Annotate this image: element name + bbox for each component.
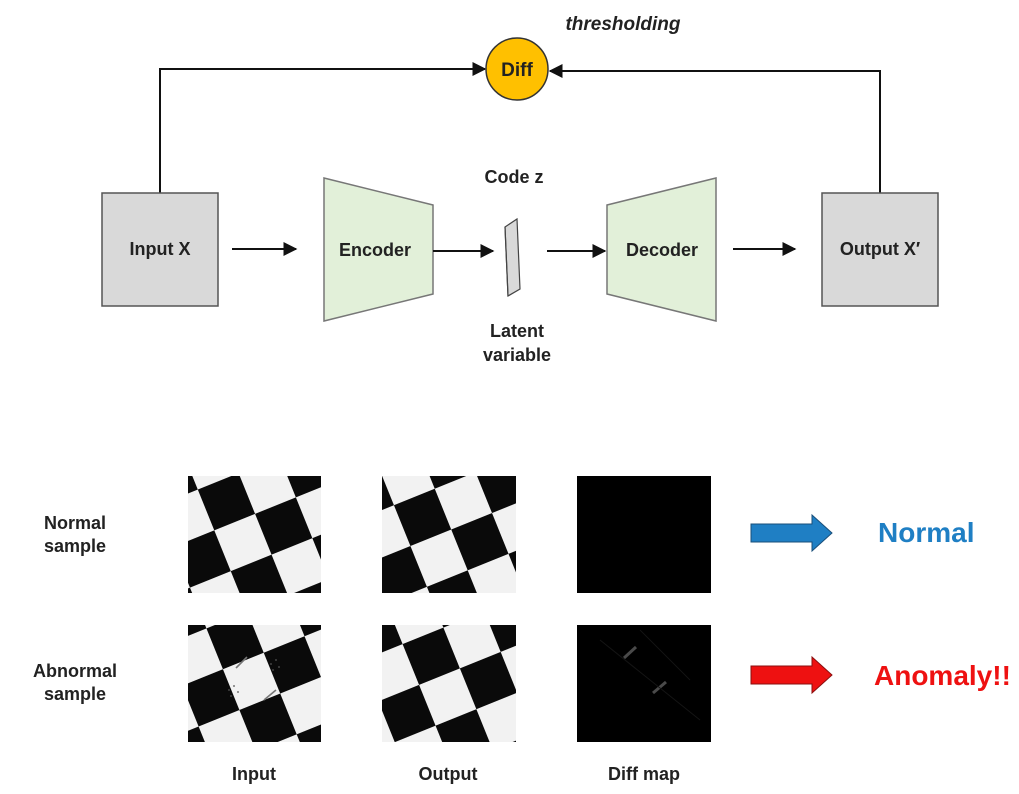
diff-circle bbox=[485, 37, 549, 101]
col-label-input: Input bbox=[232, 764, 276, 784]
anomaly-result-arrow bbox=[750, 655, 833, 695]
output-box bbox=[821, 192, 939, 307]
anomaly-result-label: Anomaly!! bbox=[874, 660, 1011, 691]
normal-output-image bbox=[382, 476, 516, 593]
abnormal-diff-map bbox=[577, 625, 711, 742]
abnormal-row-label-line2: sample bbox=[43, 684, 107, 705]
normal-sample-row-label: Normal sample bbox=[5, 512, 145, 559]
normal-result-arrow bbox=[750, 513, 833, 553]
code-z-label: Code z bbox=[484, 167, 543, 187]
normal-row-label-line2: sample bbox=[43, 536, 107, 557]
encoder-label: Encoder bbox=[339, 240, 411, 260]
input-feedback-line bbox=[159, 62, 487, 193]
thresholding-label: thresholding bbox=[565, 14, 680, 35]
output-box-label: Output X′ bbox=[840, 239, 920, 259]
abnormal-sample-row-label: Abnormal sample bbox=[5, 660, 145, 707]
latent-code-edge bbox=[504, 226, 509, 297]
abnormal-output-image bbox=[382, 625, 516, 742]
normal-diff-map bbox=[577, 476, 711, 593]
input-box-label: Input X bbox=[130, 239, 191, 259]
diff-label: Diff bbox=[501, 60, 533, 81]
decoder-trapezoid bbox=[606, 177, 717, 322]
latent-label-line2: variable bbox=[483, 345, 551, 365]
decoder-label: Decoder bbox=[626, 240, 698, 260]
normal-input-image bbox=[188, 476, 321, 593]
normal-result-label: Normal bbox=[878, 517, 975, 548]
col-label-diffmap: Diff map bbox=[608, 764, 680, 784]
encoder-trapezoid bbox=[323, 177, 434, 322]
normal-row-label-line1: Normal bbox=[43, 513, 106, 533]
col-label-output: Output bbox=[418, 764, 478, 784]
abnormal-input-image bbox=[188, 625, 321, 742]
abnormal-row-label-line1: Abnormal bbox=[32, 661, 117, 681]
latent-label-line1: Latent bbox=[490, 321, 544, 341]
output-feedback-line bbox=[548, 64, 881, 193]
input-box bbox=[101, 192, 219, 307]
